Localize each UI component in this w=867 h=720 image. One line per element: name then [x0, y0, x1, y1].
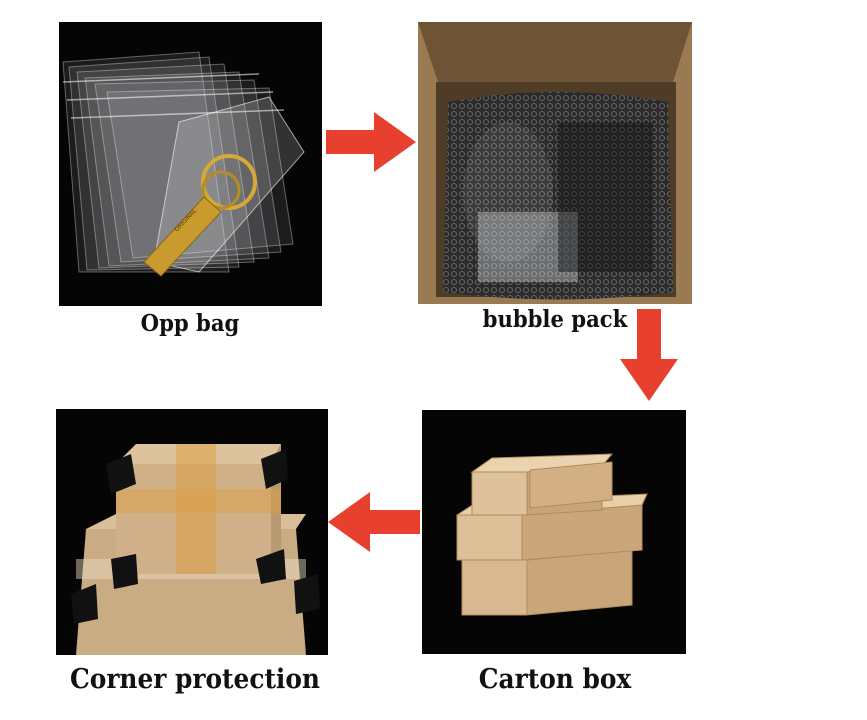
- step-label-corner-protection: Corner protection: [69, 664, 320, 695]
- arrow-down-icon: [620, 309, 678, 401]
- step-label-opp-bag: Opp bag: [140, 310, 240, 337]
- arrow-right-icon: [326, 112, 416, 172]
- corner-protection-photo: [56, 409, 328, 655]
- step-label-carton-box: Carton box: [478, 664, 632, 695]
- step-label-bubble-pack: bubble pack: [482, 306, 628, 333]
- bubble-pack-photo: [418, 22, 692, 304]
- carton-box-photo: [422, 410, 686, 654]
- arrow-left-icon: [328, 492, 420, 552]
- opp-bag-photo: ORIGINAL: [59, 22, 322, 306]
